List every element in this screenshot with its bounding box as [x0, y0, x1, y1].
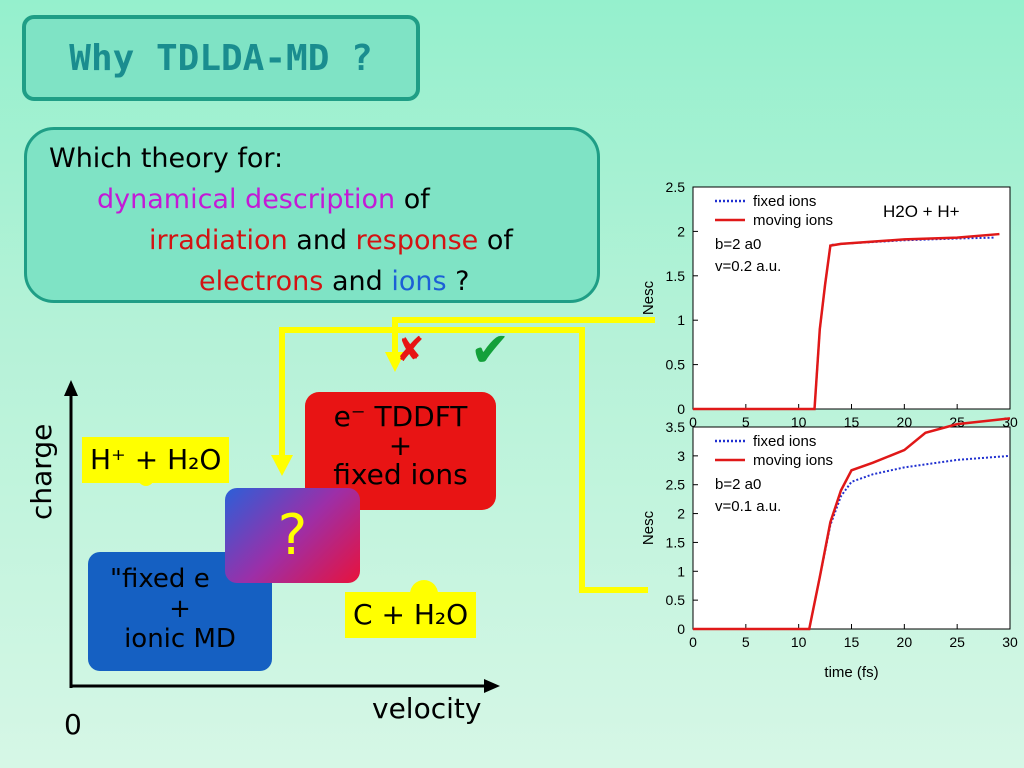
and-text-2: and: [323, 266, 392, 297]
question-line-2: dynamical description of: [97, 179, 430, 220]
x-tick-label: 25: [949, 634, 965, 650]
x-axis-label: time (fs): [824, 664, 878, 681]
legend-label-2: moving ions: [753, 452, 833, 469]
y-axis-label: Nesc: [640, 510, 657, 545]
x-tick-label: 5: [742, 634, 750, 650]
fixed-line-3: ionic MD: [124, 624, 236, 654]
ions-text: ions: [391, 266, 447, 297]
question-line-4: electrons and ions ?: [199, 261, 469, 302]
y-tick-label: 2: [677, 223, 685, 239]
c-h2o-label: C + H₂O: [345, 592, 477, 638]
question-text: Which theory for:: [49, 143, 284, 174]
y-tick-label: 3: [677, 448, 685, 464]
y-tick-label: 2.5: [666, 477, 686, 493]
fixed-line-1: "fixed e: [110, 564, 210, 594]
connector-top: [392, 317, 655, 355]
response-text: response: [355, 225, 479, 256]
electrons-text: electrons: [199, 266, 324, 297]
x-tick-label: 20: [897, 414, 913, 430]
y-axis-label: Nesc: [640, 280, 657, 315]
tddft-line-2: +: [388, 429, 413, 462]
cross-icon: ✘: [396, 330, 425, 370]
plot-frame: [692, 186, 1011, 410]
y-tick-label: 0.5: [666, 592, 686, 608]
x-tick-label: 0: [689, 634, 697, 650]
title-box: Why TDLDA-MD ?: [22, 15, 420, 101]
series-line-1: [693, 454, 1011, 630]
y-tick-label: 0: [677, 401, 685, 417]
plot-frame: [692, 426, 1011, 630]
charge-axis-label: charge: [25, 423, 58, 520]
tddft-line-1: e⁻ TDDFT: [333, 400, 468, 433]
origin-label: 0: [64, 708, 82, 741]
y-tick-label: 0.5: [666, 357, 686, 373]
of-text: of: [395, 184, 430, 215]
check-icon: ✔: [470, 322, 511, 378]
x-tick-label: 15: [844, 414, 860, 430]
of-text-2: of: [478, 225, 513, 256]
connector-top-arrow-icon: [385, 352, 405, 372]
question-line-1: Which theory for:: [49, 138, 283, 179]
question-mark-text: ?: [446, 266, 470, 297]
y-tick-label: 2.5: [666, 179, 686, 195]
y-tick-label: 1: [677, 563, 685, 579]
y-tick-label: 3.5: [666, 419, 686, 435]
param-text: v=0.1 a.u.: [715, 498, 781, 515]
series-line-2: [693, 232, 1000, 411]
y-tick-label: 2: [677, 506, 685, 522]
y-tick-label: 1.5: [666, 268, 686, 284]
reaction-annotation: H2O + H+: [883, 202, 960, 221]
connector-bottom: [579, 587, 648, 593]
slide-title: Why TDLDA-MD ?: [69, 37, 373, 79]
x-tick-label: 20: [897, 634, 913, 650]
and-text: and: [287, 225, 356, 256]
y-tick-label: 0: [677, 621, 685, 637]
question-line-3: irradiation and response of: [149, 220, 513, 261]
irradiation-text: irradiation: [149, 225, 288, 256]
connector-main: [279, 327, 585, 590]
y-axis-arrow-icon: [64, 380, 78, 396]
param-text: b=2 a0: [715, 236, 761, 253]
question-mark: ?: [277, 503, 308, 568]
legend-label-1: fixed ions: [753, 193, 816, 210]
chart-bottom: 0 5 10 15 20 25 30 0 0.5 1 1.5 2 2.5 3 3.5 fixed ions mo…: [640, 417, 1018, 681]
x-axis-arrow-icon: [484, 679, 500, 693]
x-tick-label: 30: [1002, 634, 1018, 650]
series-line-2: [693, 417, 1011, 631]
param-text: v=0.2 a.u.: [715, 258, 781, 275]
y-tick-label: 1: [677, 312, 685, 328]
tddft-line-3: fixed ions: [333, 458, 468, 491]
connector-main-arrow-icon: [271, 455, 293, 476]
unknown-theory-box: ?: [225, 488, 360, 583]
dynamical-description-text: dynamical description: [97, 184, 396, 215]
velocity-axis-label: velocity: [372, 692, 482, 725]
fixed-line-2: +: [169, 594, 191, 624]
question-box: Which theory for: dynamical description …: [24, 127, 600, 303]
x-tick-label: 0: [689, 414, 697, 430]
x-tick-label: 10: [791, 414, 807, 430]
x-tick-label: 5: [742, 414, 750, 430]
param-text: b=2 a0: [715, 476, 761, 493]
legend-label-2: moving ions: [753, 212, 833, 229]
hplus-h2o-label: H⁺ + H₂O: [82, 437, 230, 483]
y-tick-label: 1.5: [666, 534, 686, 550]
x-tick-label: 10: [791, 634, 807, 650]
x-tick-label: 15: [844, 634, 860, 650]
legend-label-1: fixed ions: [753, 433, 816, 450]
